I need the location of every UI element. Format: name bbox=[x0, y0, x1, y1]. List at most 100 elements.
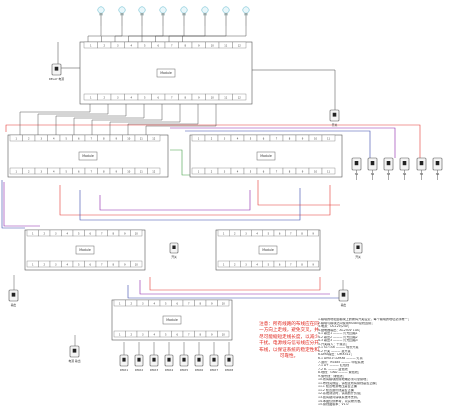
terminal-label: 7 bbox=[290, 264, 292, 267]
terminal-label: 3 bbox=[55, 233, 57, 236]
legend-line: 9.信号线：绿色线； bbox=[318, 374, 346, 378]
terminal-label: 6 bbox=[176, 334, 178, 337]
terminal-label: 12 bbox=[238, 45, 242, 48]
bulb-1 bbox=[97, 6, 105, 26]
terminal-label: 11 bbox=[224, 97, 228, 100]
terminal-label: 1 bbox=[32, 264, 34, 267]
device-switch bbox=[137, 357, 141, 362]
terminal-label: 7 bbox=[90, 171, 92, 174]
terminal-label: 2 bbox=[103, 45, 105, 48]
device-bottom-2: DMX2 bbox=[134, 354, 143, 372]
device-right-6: S6 bbox=[432, 157, 443, 176]
bulb-5 bbox=[180, 6, 188, 26]
terminal-label: 6 bbox=[279, 233, 281, 236]
terminal-label: 7 bbox=[101, 233, 103, 236]
legend-line: 3.电源：DC12V/24V； bbox=[318, 325, 352, 329]
bulb-base bbox=[244, 13, 248, 16]
device-switch bbox=[122, 357, 126, 362]
module-label-box bbox=[78, 151, 98, 161]
device-bottom-4: DMX4 bbox=[164, 354, 173, 372]
bus-purple-low bbox=[139, 280, 330, 295]
terminal-label: 7 bbox=[101, 264, 103, 267]
terminal-label: 8 bbox=[103, 171, 105, 174]
module-label-box bbox=[162, 315, 182, 325]
device-label: DMX6 bbox=[195, 368, 203, 372]
terminal-label: 3 bbox=[142, 334, 144, 337]
terminal-label: 9 bbox=[211, 334, 213, 337]
device-label: DMX5 bbox=[180, 368, 188, 372]
device-bottom-5: DMX5 bbox=[179, 354, 188, 372]
terminal-label: 2 bbox=[130, 303, 132, 306]
terminal-label: 5 bbox=[250, 171, 252, 174]
device-label: S6 bbox=[436, 172, 440, 176]
bulb-feed bbox=[168, 26, 227, 42]
terminal-label: 6 bbox=[78, 138, 80, 141]
terminal-label: 3 bbox=[245, 233, 247, 236]
legend-line: 7.1 A+ ——— 红色线 bbox=[318, 364, 350, 368]
terminal-label: 9 bbox=[302, 171, 304, 174]
device-label: DMX3 bbox=[150, 368, 158, 372]
device-bottom-left: 电源 输出 bbox=[68, 345, 81, 363]
terminal-label: 6 bbox=[263, 171, 265, 174]
signal-wire bbox=[19, 100, 91, 135]
device-label: 开关 bbox=[171, 255, 177, 259]
terminal-label: 1 bbox=[223, 233, 225, 236]
terminal-label: 2 bbox=[130, 334, 132, 337]
terminal bbox=[217, 330, 230, 338]
terminal-label: 1 bbox=[90, 97, 92, 100]
terminal-label: 4 bbox=[256, 264, 258, 267]
bulb-base bbox=[224, 13, 228, 16]
terminal-label: 9 bbox=[124, 264, 126, 267]
signal-wire bbox=[37, 100, 109, 135]
device-label: S2 bbox=[371, 172, 375, 176]
device-switch bbox=[152, 357, 156, 362]
terminal-label: 6 bbox=[176, 303, 178, 306]
terminal-label: 1 bbox=[15, 171, 17, 174]
device-switch bbox=[435, 161, 440, 166]
terminal-label: 5 bbox=[78, 233, 80, 236]
terminal-label: 12 bbox=[152, 171, 156, 174]
terminal-label: 2 bbox=[43, 264, 45, 267]
device-switch bbox=[72, 348, 77, 353]
terminal-label: 2 bbox=[234, 264, 236, 267]
terminal bbox=[307, 229, 320, 237]
device-switch bbox=[212, 357, 216, 362]
bulb-6 bbox=[201, 6, 209, 26]
legend-text: 1.模块的地址由模块上的拨码开关设定，每个模块的地址必须唯一；2.模块与模块之间… bbox=[318, 318, 470, 407]
terminal-label: 9 bbox=[198, 97, 200, 100]
device-label: S4 bbox=[403, 172, 407, 176]
terminal-label: 1 bbox=[223, 264, 225, 267]
bulb-glass bbox=[138, 6, 146, 14]
terminal-label: 5 bbox=[78, 264, 80, 267]
module-top: Module bbox=[79, 41, 253, 105]
terminal-label: 7 bbox=[276, 138, 278, 141]
wiring-note: 注意：所有线路的布线应在同一方向上走线，避免交叉，并尽可能缩短走线长度，以减少干… bbox=[259, 322, 319, 360]
device-label: 输出 bbox=[341, 303, 347, 307]
terminal-label: 10 bbox=[211, 97, 215, 100]
terminal-label: 5 bbox=[268, 233, 270, 236]
bus-blue-mid bbox=[79, 188, 301, 221]
terminal-label: 6 bbox=[78, 171, 80, 174]
device-switch bbox=[402, 161, 407, 166]
terminal-label: 6 bbox=[279, 264, 281, 267]
bus-blue-left bbox=[1, 180, 25, 229]
terminal-label: 8 bbox=[103, 138, 105, 141]
terminal-label: 5 bbox=[165, 303, 167, 306]
terminal-label: 1 bbox=[32, 233, 34, 236]
bulb-feed bbox=[182, 26, 247, 42]
legend-line: 11.1 检查电源电压是否正确 bbox=[318, 385, 357, 389]
terminal-label: 8 bbox=[199, 303, 201, 306]
terminal-label: 5 bbox=[144, 97, 146, 100]
terminal-label: 3 bbox=[142, 303, 144, 306]
terminal-label: 6 bbox=[157, 45, 159, 48]
terminal-label: 4 bbox=[53, 171, 55, 174]
device-mid-right-switch: 开关 bbox=[353, 242, 363, 259]
legend-line: 2.模块与模块之间使用RS485总线连接； bbox=[318, 321, 375, 325]
bus-red-low bbox=[149, 277, 321, 291]
